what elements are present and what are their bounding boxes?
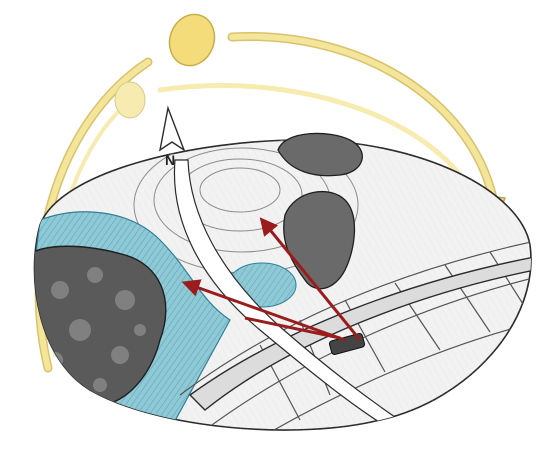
sun-low-icon [115,82,145,118]
north-label: N [165,152,175,168]
sun-icon [162,8,221,72]
